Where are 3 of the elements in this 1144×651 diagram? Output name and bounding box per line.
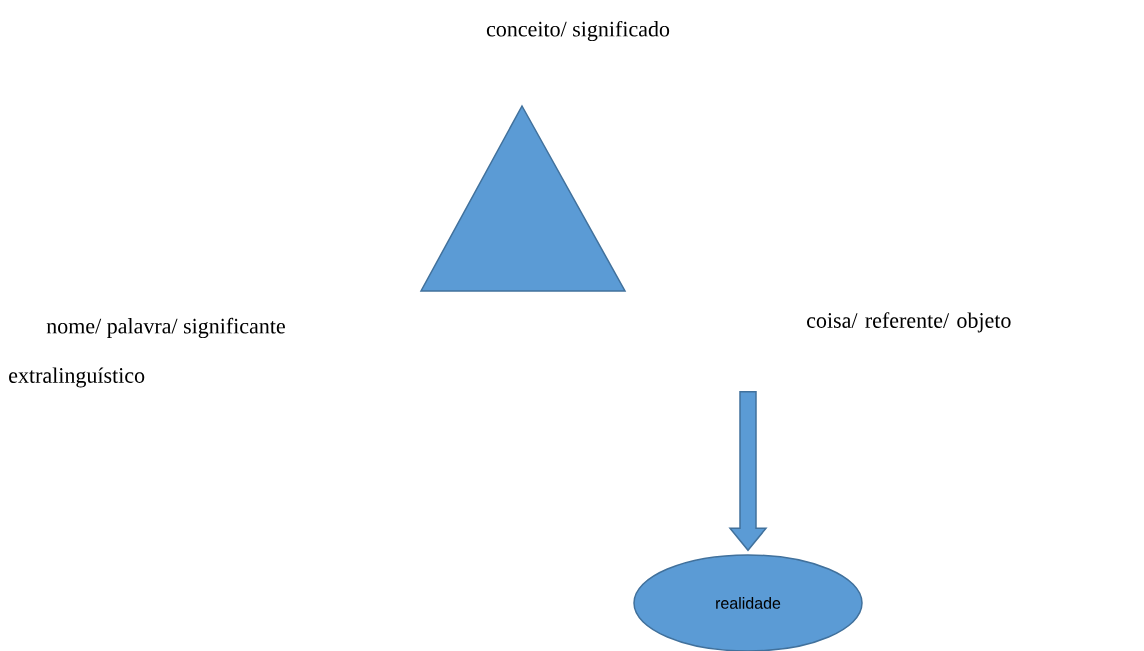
block-arrow (728, 390, 768, 552)
caption-text: nome/ palavra/ significante (46, 317, 285, 339)
caption-text: conceito/ significado (486, 20, 670, 42)
